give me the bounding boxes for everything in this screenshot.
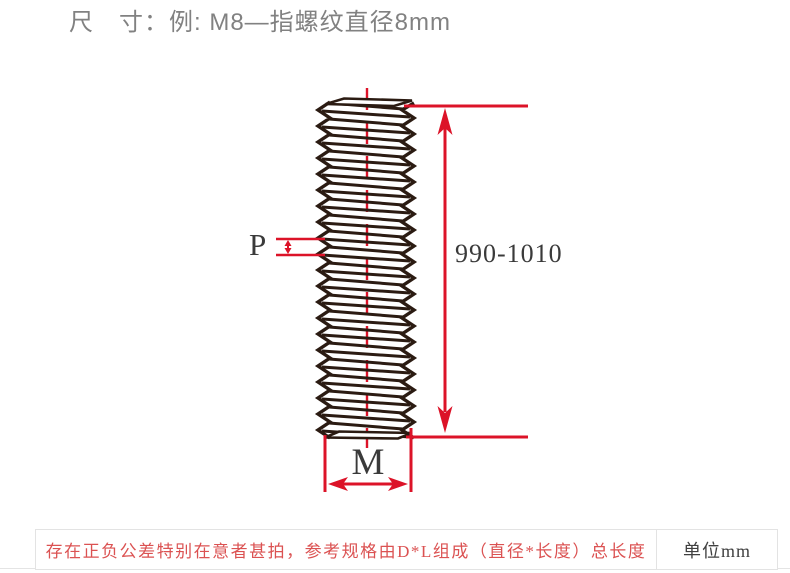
length-label: 990-1010 [455, 239, 563, 268]
rod-top-face [325, 97, 413, 108]
footer-cell-divider [656, 530, 657, 569]
diameter-label: M [351, 442, 385, 483]
tolerance-notice: 存在正负公差特别在意者甚拍，参考规格由D*L组成（直径*长度）总长度 [45, 542, 647, 561]
footer-spec-bar: 存在正负公差特别在意者甚拍，参考规格由D*L组成（直径*长度）总长度 单位mm [35, 529, 778, 570]
unit-label: 单位mm [682, 540, 751, 561]
size-example-title: 尺 寸：例: M8—指螺纹直径8mm [69, 9, 452, 36]
pitch-label: P [249, 227, 267, 262]
length-arrow-up [437, 108, 453, 135]
pitch-arrow-down [284, 248, 292, 254]
diameter-arrow-left [328, 477, 348, 491]
thread-right-zigzag [398, 101, 418, 440]
rod-bottom-face [324, 430, 413, 440]
diameter-arrow-right [388, 477, 408, 491]
length-arrow-down [437, 406, 453, 433]
pitch-arrow-up [284, 240, 292, 246]
thread-left-zigzag [314, 100, 334, 440]
